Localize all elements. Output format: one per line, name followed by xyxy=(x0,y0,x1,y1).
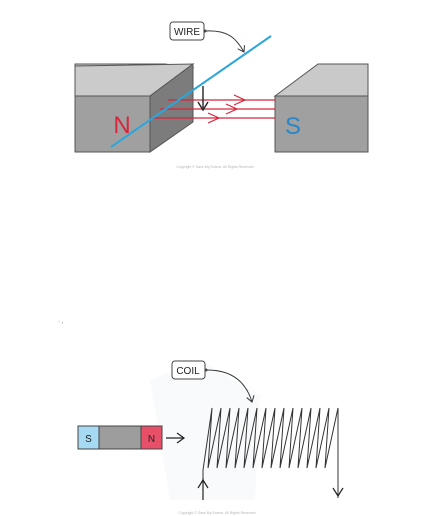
coil-label: COIL xyxy=(176,366,200,377)
down-arrow-icon xyxy=(332,487,344,498)
bar-magnet-body xyxy=(98,425,142,450)
copyright-notice: Copyright © Save My Exams. All Rights Re… xyxy=(178,511,255,515)
wire-between-magnets-diagram: WIRE N S xyxy=(74,21,369,169)
south-magnet: S xyxy=(273,63,369,153)
down-arrow-icon xyxy=(197,86,209,112)
field-line-arrow xyxy=(207,112,221,124)
watermark-shape xyxy=(150,360,260,500)
bar-magnet-north-end xyxy=(140,425,163,450)
stray-mark: · , xyxy=(58,319,64,325)
bar-magnet: S N xyxy=(77,425,163,450)
wire-label-pointer-arrow xyxy=(205,30,244,52)
coil-label-tag: COIL xyxy=(171,360,208,380)
right-arrow-icon xyxy=(166,432,186,444)
copyright-notice: Copyright © Save My Exams. All Rights Re… xyxy=(176,165,253,169)
wire-label-tag: WIRE xyxy=(169,21,207,41)
north-magnet: N xyxy=(74,63,195,153)
wire-label: WIRE xyxy=(174,27,200,38)
field-line-arrow xyxy=(225,103,239,115)
up-arrow-icon xyxy=(197,478,209,500)
coil xyxy=(202,407,339,498)
north-pole-label: N xyxy=(113,112,130,139)
magnet-coil-diagram: COIL S N Copyright © Save My Exams. All … xyxy=(77,360,344,515)
magnetic-field-lines xyxy=(152,94,275,124)
magnet-south-label: S xyxy=(85,434,92,445)
wire xyxy=(110,35,272,148)
magnet-north-label: N xyxy=(148,434,155,445)
coil-label-pointer-arrow xyxy=(206,369,252,402)
field-line-arrow xyxy=(233,94,247,106)
south-pole-label: S xyxy=(285,113,301,140)
